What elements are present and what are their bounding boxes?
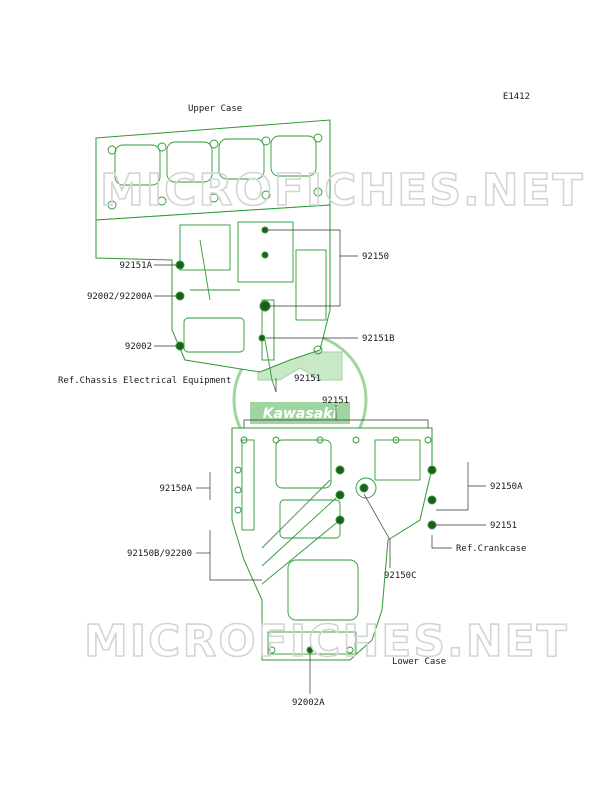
label-92151A: 92151A	[119, 261, 152, 271]
bolt-92151B	[258, 334, 266, 342]
label-ref-crankcase: Ref.Crankcase	[456, 544, 526, 554]
label-92151B: 92151B	[362, 334, 395, 344]
label-92150A-left: 92150A	[159, 484, 192, 494]
logo-brand-text: Kawasaki	[263, 406, 338, 422]
label-92150C: 92150C	[384, 571, 417, 581]
label-92151-top-lower: 92151	[322, 396, 349, 406]
label-92151-mid: 92151	[294, 374, 321, 384]
header-upper-case: Upper Case	[188, 104, 242, 114]
bolt-92151-right	[427, 520, 437, 530]
diagram-code: E1412	[503, 92, 530, 102]
label-92150A-right: 92150A	[490, 482, 523, 492]
label-92002: 92002	[125, 342, 152, 352]
bolt-92151A	[175, 260, 185, 270]
bolt-92150-a	[261, 226, 269, 234]
label-ref-chassis: Ref.Chassis Electrical Equipment	[58, 376, 231, 386]
label-92151-right: 92151	[490, 521, 517, 531]
bolt-92150A-right-a	[427, 465, 437, 475]
label-92002-92200A: 92002/92200A	[87, 292, 153, 302]
upper-case-drawing	[95, 119, 331, 393]
bolt-92150B-b	[335, 490, 345, 500]
bolt-92002	[175, 341, 185, 351]
watermark-upper: MICROFICHES.NET	[100, 165, 585, 216]
label-92002A: 92002A	[292, 698, 325, 708]
bolt-92150B-c	[335, 515, 345, 525]
bolt-92002A	[306, 646, 314, 654]
bolt-92150B-a	[335, 465, 345, 475]
label-92150: 92150	[362, 252, 389, 262]
watermark-lower: MICROFICHES.NET	[84, 616, 569, 667]
lower-case-drawing	[231, 427, 437, 661]
label-92150B-92200: 92150B/92200	[127, 549, 192, 559]
header-lower-case: Lower Case	[392, 657, 446, 667]
bolt-92150A-right-b	[427, 495, 437, 505]
bolt-92002-92200A	[175, 291, 185, 301]
leader-lines	[154, 229, 486, 694]
bolt-92150-b	[261, 251, 269, 259]
bolt-92150C	[359, 483, 369, 493]
